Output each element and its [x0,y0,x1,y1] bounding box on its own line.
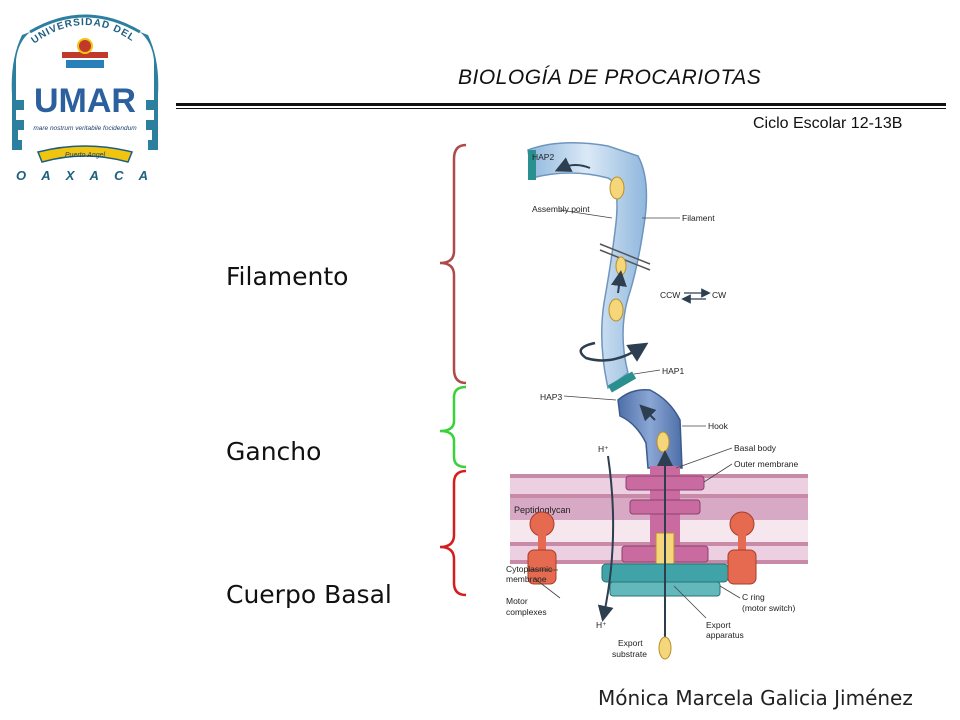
label-assembly-point: Assembly point [532,204,590,214]
logo-crest-circle [77,38,93,54]
logo-ribbon [36,145,134,163]
label-filamento: Filamento [226,262,349,291]
proton-path [597,455,615,622]
page-title: BIOLOGÍA DE PROCARIOTAS [458,66,762,89]
hap1-ring [607,371,637,393]
label-h-plus-top: H⁺ [598,444,609,454]
logo-right-border [140,32,159,150]
school-cycle: Ciclo Escolar 12-13B [753,115,903,132]
label-export-substrate-1: Export [618,638,643,648]
author-name: Mónica Marcela Galicia Jiménez [598,686,913,710]
header-rule-thin [176,108,946,109]
label-hap1: HAP1 [662,366,684,376]
label-hook: Hook [708,421,729,431]
brace-cuerpo-basal [439,469,467,597]
subunit-hook [656,431,670,453]
braces [439,143,467,597]
logo-left-border [11,32,30,150]
label-filament: Filament [682,213,715,223]
university-logo: UNIVERSIDAD DEL MAR UMAR mare nostrum ve… [0,0,159,183]
label-c-ring-2: (motor switch) [742,603,796,613]
label-cytoplasmic-membrane-2: membrane [506,574,547,584]
rotation-arrow [579,341,649,362]
logo-state: O A X A C A [16,168,154,183]
header-rule-thick [176,103,946,106]
subunit-1 [609,176,625,200]
label-hap3: HAP3 [540,392,562,402]
label-outer-membrane: Outer membrane [734,459,799,469]
logo-motto: mare nostrum veritabile focidendum [33,125,137,132]
label-hap2: HAP2 [532,152,554,162]
logo-crest-base [66,60,104,68]
logo-crest-bar [62,52,108,58]
hap2-cap [528,150,536,180]
export-substrate-subunit [658,636,672,660]
logo-campus: Puerto Angel [65,152,106,159]
flagellum-diagram: Peptidoglycan [506,142,808,660]
label-cw: CW [712,290,726,300]
leader-lines [528,209,741,619]
label-motor-complexes-2: complexes [506,607,547,617]
label-ccw: CCW [660,290,680,300]
filament [527,142,648,390]
motor-complex-right [727,511,757,585]
filament-break-1 [599,243,651,265]
hook-arrow [639,404,657,422]
logo-arc [29,14,141,34]
brace-gancho [439,385,467,469]
label-cuerpo-basal: Cuerpo Basal [226,580,392,609]
label-export-substrate-2: substrate [612,649,647,659]
subunit-2 [615,256,627,276]
subunit-arrow-top [554,157,591,172]
label-export-apparatus-1: Export [706,620,731,630]
label-basal-body: Basal body [734,443,777,453]
label-cytoplasmic-membrane-1: Cytoplasmic [506,564,553,574]
brace-filamento [439,143,467,385]
label-export-apparatus-2: apparatus [706,630,744,640]
logo-monogram: UMAR [34,82,136,120]
label-gancho: Gancho [226,437,322,466]
label-motor-complexes-1: Motor [506,596,528,606]
subunit-arrow-mid [611,270,627,294]
hook [617,388,683,469]
label-peptidoglycan: Peptidoglycan [514,505,571,515]
label-h-plus-bottom: H⁺ [596,620,607,630]
subunit-3 [608,298,624,322]
label-c-ring-1: C ring [742,592,765,602]
